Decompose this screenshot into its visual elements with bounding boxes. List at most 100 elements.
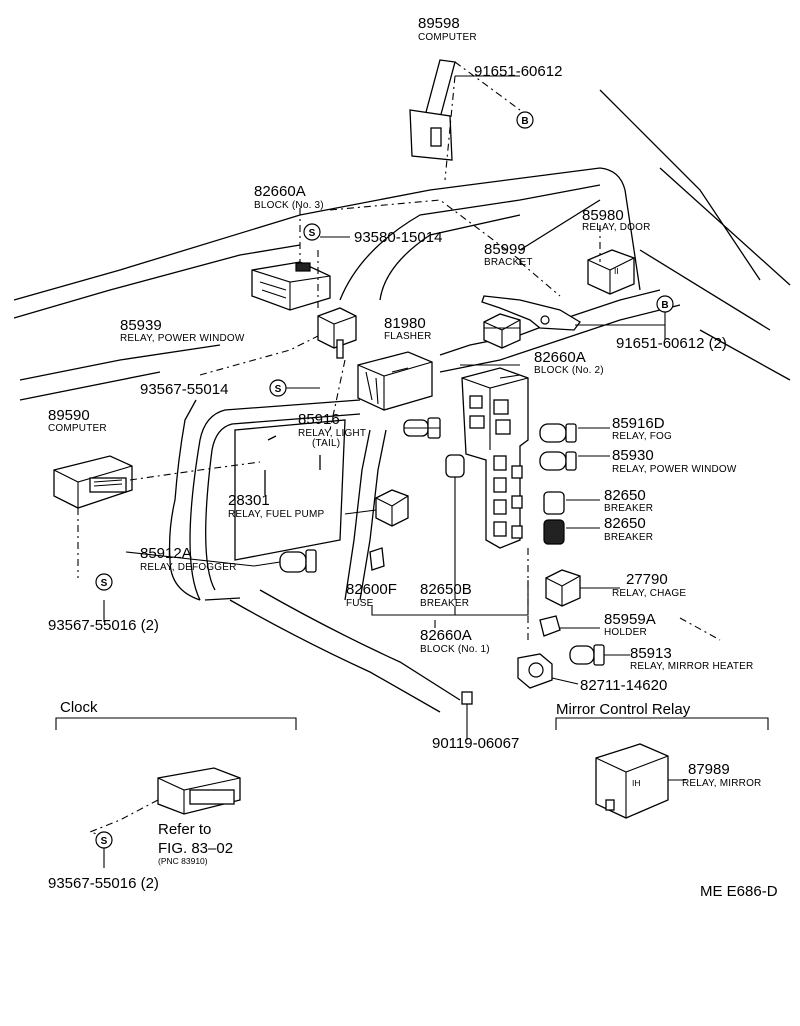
svg-text:RELAY, FUEL PUMP: RELAY, FUEL PUMP xyxy=(228,509,325,520)
part-relay-fog-85916D xyxy=(539,423,577,443)
svg-text:BRACKET: BRACKET xyxy=(484,257,533,268)
svg-text:85999: 85999 xyxy=(484,241,526,258)
marker-s-93567-b: S xyxy=(95,831,113,849)
svg-text:RELAY, MIRROR HEATER: RELAY, MIRROR HEATER xyxy=(630,661,753,672)
part-relay-power-window-85930 xyxy=(539,451,577,471)
svg-text:BREAKER: BREAKER xyxy=(420,598,469,609)
part-screw-90119-06067 xyxy=(461,691,473,716)
svg-text:B: B xyxy=(661,300,668,311)
svg-text:82660A: 82660A xyxy=(254,183,306,200)
part-fuse-82600F xyxy=(369,547,385,571)
label-82650-b: 82650 BREAKER xyxy=(604,515,653,543)
svg-text:S: S xyxy=(275,384,282,395)
diagram-code: ME E686-D xyxy=(700,883,778,900)
svg-text:RELAY, POWER WINDOW: RELAY, POWER WINDOW xyxy=(120,333,245,344)
svg-text:82650: 82650 xyxy=(604,487,646,504)
svg-text:RELAY, MIRROR: RELAY, MIRROR xyxy=(682,778,761,789)
label-82660A-no3: 82660A BLOCK (No. 3) xyxy=(254,183,324,211)
label-28301: 28301 RELAY, FUEL PUMP xyxy=(228,492,325,520)
part-block-no2-upper xyxy=(357,351,433,411)
svg-text:Refer to: Refer to xyxy=(158,821,211,838)
label-82650-a: 82650 BREAKER xyxy=(604,487,653,514)
label-85912A: 85912A RELAY, DEFOGGER xyxy=(140,545,237,573)
svg-text:85980: 85980 xyxy=(582,207,624,224)
svg-text:BREAKER: BREAKER xyxy=(604,503,653,514)
label-82660A-no1: 82660A BLOCK (No. 1) xyxy=(420,627,490,655)
label-93567-55016-b: 93567-55016 (2) xyxy=(48,875,159,892)
marker-b-top: B xyxy=(516,111,534,129)
svg-text:(TAIL): (TAIL) xyxy=(312,438,340,449)
part-relay-mirror-heater-85913 xyxy=(569,644,605,666)
svg-text:(PNC 83910): (PNC 83910) xyxy=(158,856,208,866)
part-breaker-82650B xyxy=(445,454,465,600)
part-relay-mirror-87989: IH xyxy=(595,743,669,819)
label-85930: 85930 RELAY, POWER WINDOW xyxy=(612,447,737,475)
part-relay-power-window-85939 xyxy=(317,307,357,359)
label-27790: 27790 RELAY, CHAGE xyxy=(612,571,686,599)
label-85916D: 85916D RELAY, FOG xyxy=(612,415,672,442)
section-title-clock: Clock xyxy=(60,699,98,716)
part-relay-door-85980: II xyxy=(587,249,635,295)
marker-s-93567-a: S xyxy=(95,573,113,591)
svg-text:FIG. 83–02: FIG. 83–02 xyxy=(158,840,233,857)
svg-text:II: II xyxy=(614,266,619,276)
svg-text:FLASHER: FLASHER xyxy=(384,331,432,342)
svg-text:RELAY, CHAGE: RELAY, CHAGE xyxy=(612,588,686,599)
part-computer-89598 xyxy=(409,59,456,161)
label-89598: 89598 COMPUTER xyxy=(418,15,477,43)
svg-text:HOLDER: HOLDER xyxy=(604,627,647,638)
svg-text:S: S xyxy=(309,228,316,239)
svg-text:BLOCK (No. 1): BLOCK (No. 1) xyxy=(420,644,490,655)
part-holder-85959A xyxy=(539,615,561,637)
svg-text:82650B: 82650B xyxy=(420,581,472,598)
label-85959A: 85959A HOLDER xyxy=(604,611,656,638)
part-relay-chage-27790 xyxy=(545,569,581,607)
part-bracket-85999 xyxy=(481,295,581,331)
svg-text:RELAY, FOG: RELAY, FOG xyxy=(612,431,672,442)
dashboard-outline xyxy=(13,89,791,713)
svg-text:89590: 89590 xyxy=(48,407,90,424)
svg-text:85916D: 85916D xyxy=(612,415,665,432)
part-socket-82711-14620 xyxy=(517,653,553,689)
label-91651-60612-2: 91651-60612 (2) xyxy=(616,335,727,352)
label-85980: 85980 RELAY, DOOR xyxy=(582,207,651,233)
svg-text:85959A: 85959A xyxy=(604,611,656,628)
svg-text:RELAY, DOOR: RELAY, DOOR xyxy=(582,222,651,233)
svg-text:81980: 81980 xyxy=(384,315,426,332)
label-82660A-no2: 82660A BLOCK (No. 2) xyxy=(534,349,604,376)
label-82600F: 82600F FUSE xyxy=(346,581,397,609)
svg-text:28301: 28301 xyxy=(228,492,270,509)
svg-text:85912A: 85912A xyxy=(140,545,192,562)
svg-text:RELAY, POWER WINDOW: RELAY, POWER WINDOW xyxy=(612,464,737,475)
part-junction-block-no1 xyxy=(461,367,529,549)
label-87989: 87989 RELAY, MIRROR xyxy=(682,761,761,789)
leader-lines xyxy=(55,61,769,868)
refer-to-note: Refer to FIG. 83–02 (PNC 83910) xyxy=(158,821,233,866)
svg-text:RELAY, LIGHT: RELAY, LIGHT xyxy=(298,428,366,439)
part-clock xyxy=(157,767,241,815)
section-title-mirror-control-relay: Mirror Control Relay xyxy=(556,701,691,718)
svg-text:87989: 87989 xyxy=(688,761,730,778)
svg-text:RELAY, DEFOGGER: RELAY, DEFOGGER xyxy=(140,562,237,573)
svg-text:S: S xyxy=(101,836,108,847)
label-93567-55016-a: 93567-55016 (2) xyxy=(48,617,159,634)
part-breaker-82650-a xyxy=(543,491,565,515)
svg-text:BLOCK (No. 3): BLOCK (No. 3) xyxy=(254,200,324,211)
svg-text:BREAKER: BREAKER xyxy=(604,532,653,543)
svg-text:B: B xyxy=(521,116,528,127)
part-relay-fuel-pump-28301 xyxy=(375,489,409,527)
label-89590: 89590 COMPUTER xyxy=(48,407,107,434)
svg-text:85930: 85930 xyxy=(612,447,654,464)
svg-text:82600F: 82600F xyxy=(346,581,397,598)
part-breaker-82650-b xyxy=(543,519,565,545)
label-82711-14620: 82711-14620 xyxy=(580,677,667,694)
label-93580-15014: 93580-15014 xyxy=(354,229,442,246)
label-90119-06067: 90119-06067 xyxy=(432,735,519,752)
label-81980: 81980 FLASHER xyxy=(384,315,432,342)
label-91651-60612-top: 91651-60612 xyxy=(474,63,562,80)
marker-s-93567-55014: S xyxy=(269,379,287,397)
svg-text:COMPUTER: COMPUTER xyxy=(418,32,477,43)
marker-s-93580: S xyxy=(303,223,321,241)
part-computer-89590 xyxy=(53,455,133,509)
